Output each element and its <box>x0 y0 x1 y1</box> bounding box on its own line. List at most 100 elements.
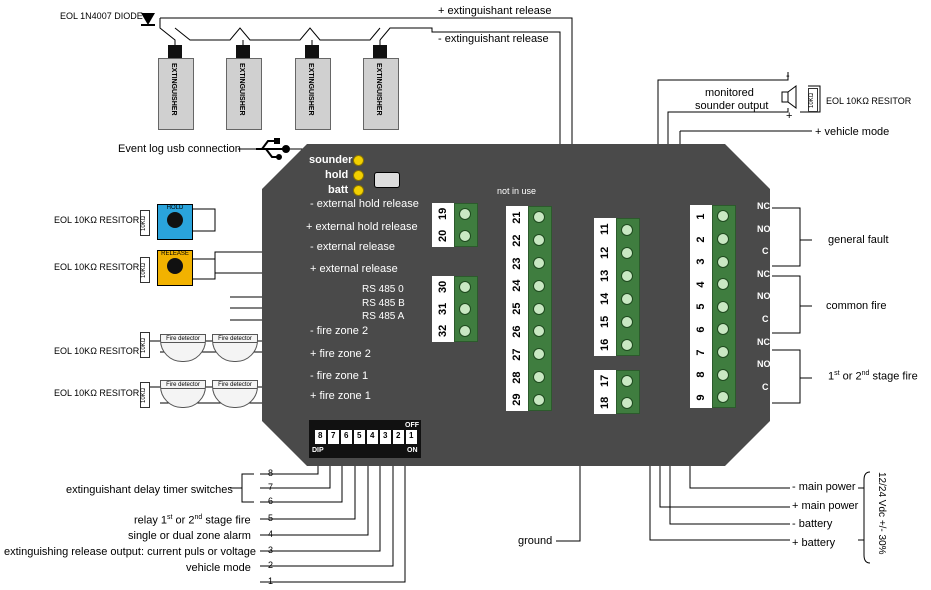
relay-contact-label: NO <box>757 291 771 302</box>
led-batt-label: batt <box>328 184 349 196</box>
terminal-6-label: 6 <box>695 326 707 333</box>
terminal-11-label: 11 <box>599 223 611 236</box>
not-in-use-label: not in use <box>497 186 537 196</box>
terminal-18-label: 18 <box>599 396 611 410</box>
led-sounder-label: sounder <box>309 154 353 166</box>
dip-legend-number-8: 8 <box>268 468 274 478</box>
terminal-5-screw[interactable] <box>717 300 729 313</box>
dip-switch-number: 5 <box>357 431 362 440</box>
zone2-resistor: 10KΩ <box>140 332 150 358</box>
relay-contact-label: NC <box>757 336 770 347</box>
terminal-12-label: 12 <box>599 246 611 259</box>
terminal-28-screw[interactable] <box>533 371 545 383</box>
terminal-29-screw[interactable] <box>533 393 545 406</box>
dip-switch-6[interactable]: 6 <box>341 430 352 444</box>
led-sounder <box>353 155 364 166</box>
terminal-11-screw[interactable] <box>621 223 633 236</box>
main-plus-label: + main power <box>792 500 859 512</box>
terminal-5-label: 5 <box>695 303 707 310</box>
zone2-minus-label: - fire zone 2 <box>310 325 369 337</box>
terminal-4-label: 4 <box>695 281 707 288</box>
terminal-9-screw[interactable] <box>717 391 729 404</box>
terminal-23-screw[interactable] <box>533 257 545 269</box>
terminal-8-screw[interactable] <box>717 368 729 381</box>
led-hold <box>353 170 364 181</box>
terminal-21-screw[interactable] <box>533 211 545 224</box>
eol-zone2-label: EOL 10KΩ RESITOR <box>54 346 140 356</box>
dip-switch-number: 7 <box>331 431 336 440</box>
dip-switch-1[interactable]: 1 <box>406 430 417 444</box>
terminal-22-screw[interactable] <box>533 234 545 247</box>
terminal-25-screw[interactable] <box>533 302 545 315</box>
terminal-26-screw[interactable] <box>533 325 545 338</box>
terminal-13-label: 13 <box>599 269 611 282</box>
hold-button[interactable]: HOLD <box>157 204 193 240</box>
terminal-6-screw[interactable] <box>717 323 729 336</box>
sounder-minus: - <box>786 70 790 82</box>
terminal-17-screw[interactable] <box>621 375 633 387</box>
terminals-30-32-numbers <box>432 276 454 342</box>
usb-icon <box>256 138 290 160</box>
terminal-30-label: 30 <box>437 280 449 294</box>
terminal-15-screw[interactable] <box>621 315 633 328</box>
diode-icon <box>141 13 155 26</box>
eol-zone1-label: EOL 10KΩ RESITOR <box>54 388 140 398</box>
terminal-18-screw[interactable] <box>621 397 633 409</box>
relay-contact-label: C <box>762 246 769 257</box>
ground-label: ground <box>518 535 553 547</box>
terminal-1-screw[interactable] <box>717 210 729 223</box>
usb-port <box>374 172 400 188</box>
terminal-7-label: 7 <box>695 348 707 355</box>
dip-switch-2[interactable]: 2 <box>393 430 404 444</box>
terminal-24-screw[interactable] <box>533 279 545 292</box>
dip-legend-number-1: 1 <box>268 576 274 586</box>
terminal-20-screw[interactable] <box>459 230 471 242</box>
release-resistor: 10KΩ <box>140 257 150 283</box>
terminal-32-screw[interactable] <box>459 325 471 337</box>
battery-plus-label: + battery <box>792 537 836 549</box>
terminal-14-screw[interactable] <box>621 292 633 305</box>
dip-legend-number-6: 6 <box>268 496 274 506</box>
terminal-1-label: 1 <box>695 213 707 220</box>
terminal-26-label: 26 <box>511 325 523 338</box>
terminals-11-16-numbers <box>594 218 616 356</box>
rs485-b-label: RS 485 B <box>362 298 405 309</box>
dip-legend-number-5: 5 <box>268 513 274 523</box>
terminals-17-18-numbers <box>594 370 616 414</box>
terminal-12-screw[interactable] <box>621 246 633 259</box>
led-hold-label: hold <box>325 169 349 181</box>
dip-switch-7[interactable]: 7 <box>328 430 339 444</box>
terminal-15-label: 15 <box>599 315 611 328</box>
terminal-31-screw[interactable] <box>459 303 471 315</box>
terminal-32-label: 32 <box>437 324 449 338</box>
terminal-19-screw[interactable] <box>459 208 471 220</box>
dip-switch-4[interactable]: 4 <box>367 430 378 444</box>
ext-release-minus-label: - external release <box>310 241 395 253</box>
terminal-8-label: 8 <box>695 371 707 378</box>
terminal-13-screw[interactable] <box>621 269 633 282</box>
terminals-11-16-block <box>616 218 640 356</box>
sounder-label-2: sounder output <box>695 100 769 112</box>
terminal-2-screw[interactable] <box>717 232 729 245</box>
relay-contact-label: C <box>762 381 769 392</box>
terminal-4-screw[interactable] <box>717 278 729 291</box>
terminal-27-screw[interactable] <box>533 348 545 361</box>
terminal-16-screw[interactable] <box>621 338 633 351</box>
dip-switch-number: 8 <box>318 431 323 440</box>
terminal-30-screw[interactable] <box>459 281 471 293</box>
terminal-3-screw[interactable] <box>717 255 729 268</box>
dip-switch-3[interactable]: 3 <box>380 430 391 444</box>
terminal-27-label: 27 <box>511 348 523 361</box>
relay-contact-label: NC <box>757 201 770 211</box>
dip-switch-5[interactable]: 5 <box>354 430 365 444</box>
terminal-7-screw[interactable] <box>717 345 729 358</box>
dip-switch-8[interactable]: 8 <box>315 430 326 444</box>
relay-contact-label: NC <box>757 268 770 279</box>
release-button[interactable]: RELEASE <box>157 250 193 286</box>
common-fire-label: common fire <box>826 300 887 312</box>
stage-fire-label: 1st or 2nd stage fire <box>828 370 918 383</box>
terminal-24-label: 24 <box>511 279 523 292</box>
extinguisher-cap-4 <box>373 45 387 59</box>
eol-release-label: EOL 10KΩ RESITOR <box>54 262 140 272</box>
